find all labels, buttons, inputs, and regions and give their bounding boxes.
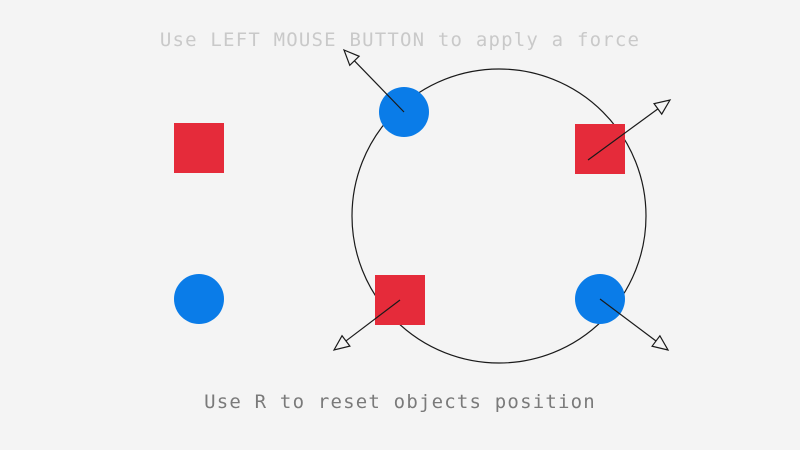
force-arrow-circle-top-constrained	[342, 48, 405, 113]
force-arrow-square-right-constrained	[587, 99, 672, 161]
hint-text-top: Use LEFT MOUSE BUTTON to apply a force	[159, 29, 641, 51]
body-square-right-constrained[interactable]	[575, 124, 625, 174]
force-arrow-square-bottom-constrained	[332, 299, 401, 351]
force-arrow-circle-bottom-right-constrained	[599, 298, 670, 351]
force-arrow-layer	[332, 48, 672, 351]
body-square-free-left[interactable]	[174, 123, 224, 173]
body-circle-free-left[interactable]	[174, 274, 224, 324]
hint-text-bottom: Use R to reset objects position	[204, 391, 596, 413]
constraint-circle	[351, 68, 647, 364]
